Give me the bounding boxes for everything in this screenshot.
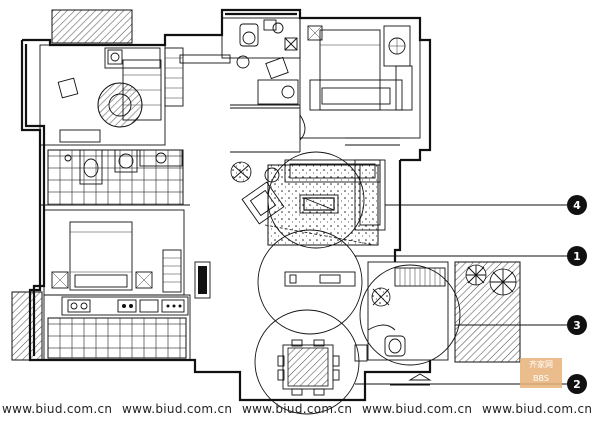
watermark-text: www.biud.com.cn	[242, 402, 352, 416]
marker-1-label: 1	[573, 250, 581, 263]
kitchen	[43, 294, 191, 361]
callout-circle-2	[254, 309, 360, 415]
bedroom-left	[43, 209, 211, 299]
leader-lines	[355, 204, 568, 385]
callout-circle-4	[267, 151, 365, 249]
marker-1: 1	[567, 246, 587, 266]
callout-circle-1	[257, 229, 363, 335]
callout-circles	[254, 151, 461, 415]
living-room	[230, 110, 386, 246]
dining-area	[239, 271, 432, 400]
watermark-text: www.biud.com.cn	[2, 402, 112, 416]
marker-2-label: 2	[573, 378, 581, 391]
master-bedroom	[299, 17, 421, 146]
bathroom-middle	[40, 149, 190, 206]
balcony-top-left	[51, 9, 133, 44]
watermark-text: www.biud.com.cn	[482, 402, 592, 416]
badge-line-1: 齐家网	[529, 360, 553, 369]
marker-3-label: 3	[573, 319, 581, 332]
marker-4: 4	[567, 195, 587, 215]
bedroom-top-left	[39, 44, 231, 146]
site-logo-badge: 齐家网 BBS	[520, 358, 562, 388]
watermark-text: www.biud.com.cn	[362, 402, 472, 416]
callout-circle-3	[359, 264, 461, 366]
marker-4-label: 4	[573, 199, 581, 212]
badge-line-2: BBS	[533, 374, 549, 383]
balcony-left	[11, 291, 43, 361]
right-room	[367, 261, 449, 361]
watermark-text: www.biud.com.cn	[122, 402, 232, 416]
balcony-right	[454, 261, 521, 363]
marker-3: 3	[567, 315, 587, 335]
watermark-row: www.biud.com.cn www.biud.com.cn www.biud…	[2, 402, 592, 416]
bathroom-top	[221, 17, 301, 109]
marker-2: 2	[567, 374, 587, 394]
